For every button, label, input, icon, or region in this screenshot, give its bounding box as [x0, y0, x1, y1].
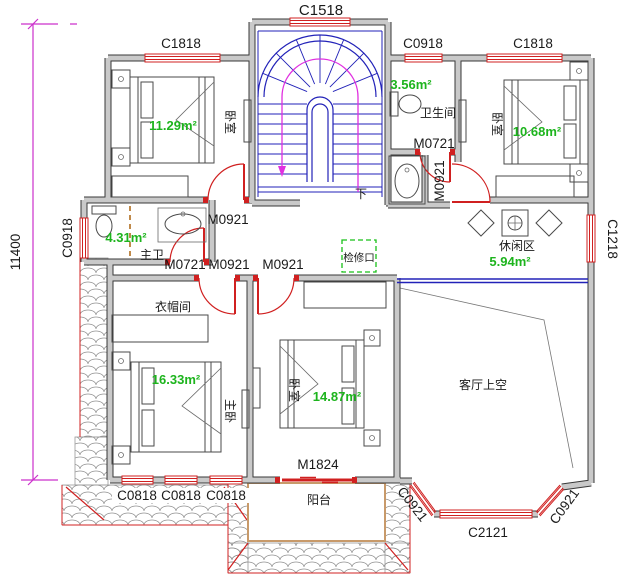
- window-c0921-bay-right: [535, 484, 565, 517]
- bed-top-left: [111, 69, 215, 167]
- label-room-bedroom-top-right: 卧室: [490, 112, 505, 136]
- wardrobe-top-right: [495, 175, 575, 198]
- window-c0818-2: [164, 475, 198, 485]
- label-window-c1818-top-left: C1818: [161, 36, 201, 51]
- bed-middle: [279, 329, 381, 447]
- doors: [165, 149, 491, 484]
- dresser-top-right: [458, 99, 467, 143]
- bed-top-right: [503, 61, 589, 183]
- void-railing: [397, 278, 588, 284]
- window-c1518: [289, 17, 351, 27]
- dresser-master: [241, 389, 250, 429]
- label-room-master-bedroom: 主卧: [223, 399, 237, 423]
- label-window-c1818-top-right: C1818: [513, 36, 553, 51]
- window-c1218-right: [586, 214, 596, 263]
- window-c1818-top-right: [486, 53, 563, 63]
- label-window-c0921-bay-right: C0921: [547, 486, 583, 527]
- door-m0921-top-left-bedroom: [203, 163, 249, 203]
- staircase: [257, 30, 383, 197]
- label-window-c0818-1: C0818: [117, 488, 157, 503]
- label-window-c1218-right: C1218: [605, 219, 620, 259]
- window-c0818-3: [209, 475, 243, 485]
- label-room-living-void: 客厅上空: [459, 377, 507, 392]
- label-access-hatch: 检修口: [343, 251, 375, 264]
- access-hatch-box: [341, 239, 377, 273]
- label-room-master-bath: 主卫: [140, 248, 164, 262]
- dimension-line-left: [21, 18, 77, 486]
- door-m0921-top-right-bedroom: [451, 163, 491, 203]
- furniture: [91, 61, 589, 465]
- leisure-furniture: [467, 209, 563, 237]
- window-c0818-1: [121, 475, 154, 485]
- dresser-top-left: [243, 99, 252, 143]
- label-dimension-total: 11400: [8, 234, 23, 271]
- roof-tile-areas: [61, 257, 411, 574]
- label-door-m0921-middle: M0921: [262, 257, 303, 272]
- label-door-m0921-top-right: M0921: [432, 160, 447, 201]
- label-area-leisure: 5.94m²: [489, 254, 531, 269]
- label-area-bathroom: 3.56m²: [390, 77, 432, 92]
- label-room-bathroom: 卫生间: [420, 106, 456, 120]
- label-window-c0818-2: C0818: [161, 488, 201, 503]
- wardrobe-middle-bedroom: [303, 281, 387, 309]
- label-window-c0918-left: C0918: [60, 218, 75, 258]
- label-door-m0721-bathroom: M0721: [413, 136, 454, 151]
- door-m0721-bathroom: [415, 149, 455, 183]
- label-window-c0918-top: C0918: [403, 36, 443, 51]
- label-area-bedroom-middle: 14.87m²: [313, 389, 362, 404]
- living-void-lines: [399, 287, 574, 469]
- window-c1818-top-left: [144, 53, 221, 63]
- bathroom-fixtures: [388, 91, 426, 205]
- label-area-bedroom-top-right: 10.68m²: [513, 124, 562, 139]
- dresser-middle-bedroom: [252, 367, 261, 409]
- window-c0921-bay-left: [409, 481, 437, 517]
- label-room-bedroom-top-left: 卧室: [223, 110, 238, 134]
- label-door-m0921-cloakroom: M0921: [208, 257, 249, 272]
- label-room-balcony: 阳台: [307, 492, 331, 507]
- label-window-c0818-3: C0818: [206, 488, 246, 503]
- door-m0921-middle-bedroom: [253, 275, 299, 315]
- label-door-m1824: M1824: [297, 457, 339, 472]
- window-c2121-bay: [439, 509, 533, 519]
- door-m0721-master-bath: [165, 227, 209, 265]
- label-room-cloakroom: 衣帽间: [155, 299, 191, 314]
- label-room-bedroom-middle: 卧室: [287, 378, 302, 402]
- label-underlay: [112, 488, 254, 503]
- label-window-c2121: C2121: [468, 525, 508, 540]
- bed-master: [111, 351, 222, 465]
- label-window-c1518: C1518: [299, 2, 343, 19]
- label-stair-direction: 下: [355, 187, 367, 201]
- stair-direction-path: [278, 58, 359, 192]
- door-m0921-cloakroom: [194, 275, 240, 315]
- door-m1824-balcony: [275, 476, 357, 484]
- label-door-m0721-master-bath: M0721: [164, 257, 205, 272]
- window-c0918-left: [79, 217, 89, 259]
- balcony-floor: [247, 482, 386, 542]
- label-door-m0921-top-left: M0921: [207, 212, 248, 227]
- label-area-master-bath: 4.31m²: [105, 230, 147, 245]
- label-area-bedroom-top-left: 11.29m²: [149, 118, 197, 133]
- roof-ridge-lines: [61, 258, 411, 574]
- wardrobe-top-left: [111, 175, 189, 198]
- window-c0918-top: [404, 53, 443, 63]
- master-bath-fixtures: [91, 205, 207, 260]
- wardrobe-cloakroom: [111, 314, 209, 343]
- windows: [79, 17, 596, 519]
- label-area-master-bedroom: 16.33m²: [152, 372, 201, 387]
- label-room-leisure: 休闲区: [499, 239, 535, 253]
